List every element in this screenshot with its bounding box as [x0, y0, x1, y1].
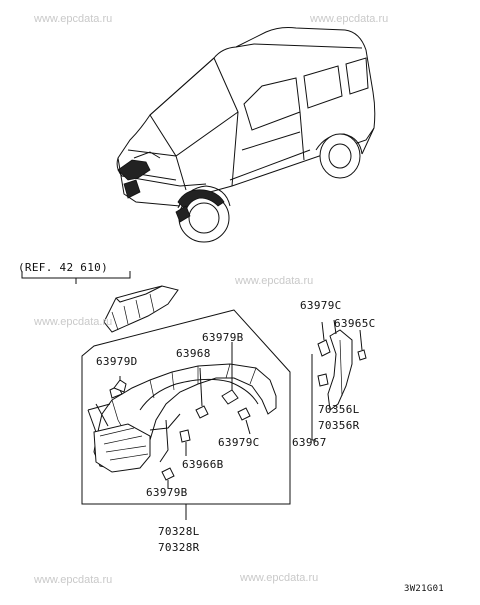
diagram-code: 3W21G01 [404, 584, 445, 594]
watermark: www.epcdata.ru [34, 574, 113, 586]
assembly-bracket [81, 309, 291, 505]
part-number-70356L[interactable]: 70356L [318, 403, 360, 416]
part-number-70356R[interactable]: 70356R [318, 419, 360, 432]
part-number-70328R[interactable]: 70328R [158, 541, 200, 554]
reference-label[interactable]: (REF. 42 610) [18, 261, 108, 274]
part-number-63979B-top[interactable]: 63979B [202, 331, 244, 344]
watermark: www.epcdata.ru [34, 316, 113, 328]
part-number-63966B[interactable]: 63966B [182, 458, 224, 471]
mud-flap-drawing [311, 319, 367, 441]
watermark: www.epcdata.ru [240, 572, 319, 584]
watermark: www.epcdata.ru [34, 13, 113, 25]
fender-liner-drawing [87, 363, 277, 473]
part-number-63965C[interactable]: 63965C [334, 317, 376, 330]
part-number-70328L[interactable]: 70328L [158, 525, 200, 538]
part-number-63979D[interactable]: 63979D [96, 355, 138, 368]
part-number-63967[interactable]: 63967 [292, 436, 327, 449]
van-illustration [116, 27, 376, 243]
part-number-63979B-bottom[interactable]: 63979B [146, 486, 188, 499]
part-number-63968[interactable]: 63968 [176, 347, 211, 360]
fastener-drawings [113, 342, 251, 488]
part-number-63979C-mid[interactable]: 63979C [218, 436, 260, 449]
reference-part-drawing [21, 271, 179, 333]
part-number-63979C-top[interactable]: 63979C [300, 299, 342, 312]
watermark: www.epcdata.ru [310, 13, 389, 25]
watermark: www.epcdata.ru [235, 275, 314, 287]
